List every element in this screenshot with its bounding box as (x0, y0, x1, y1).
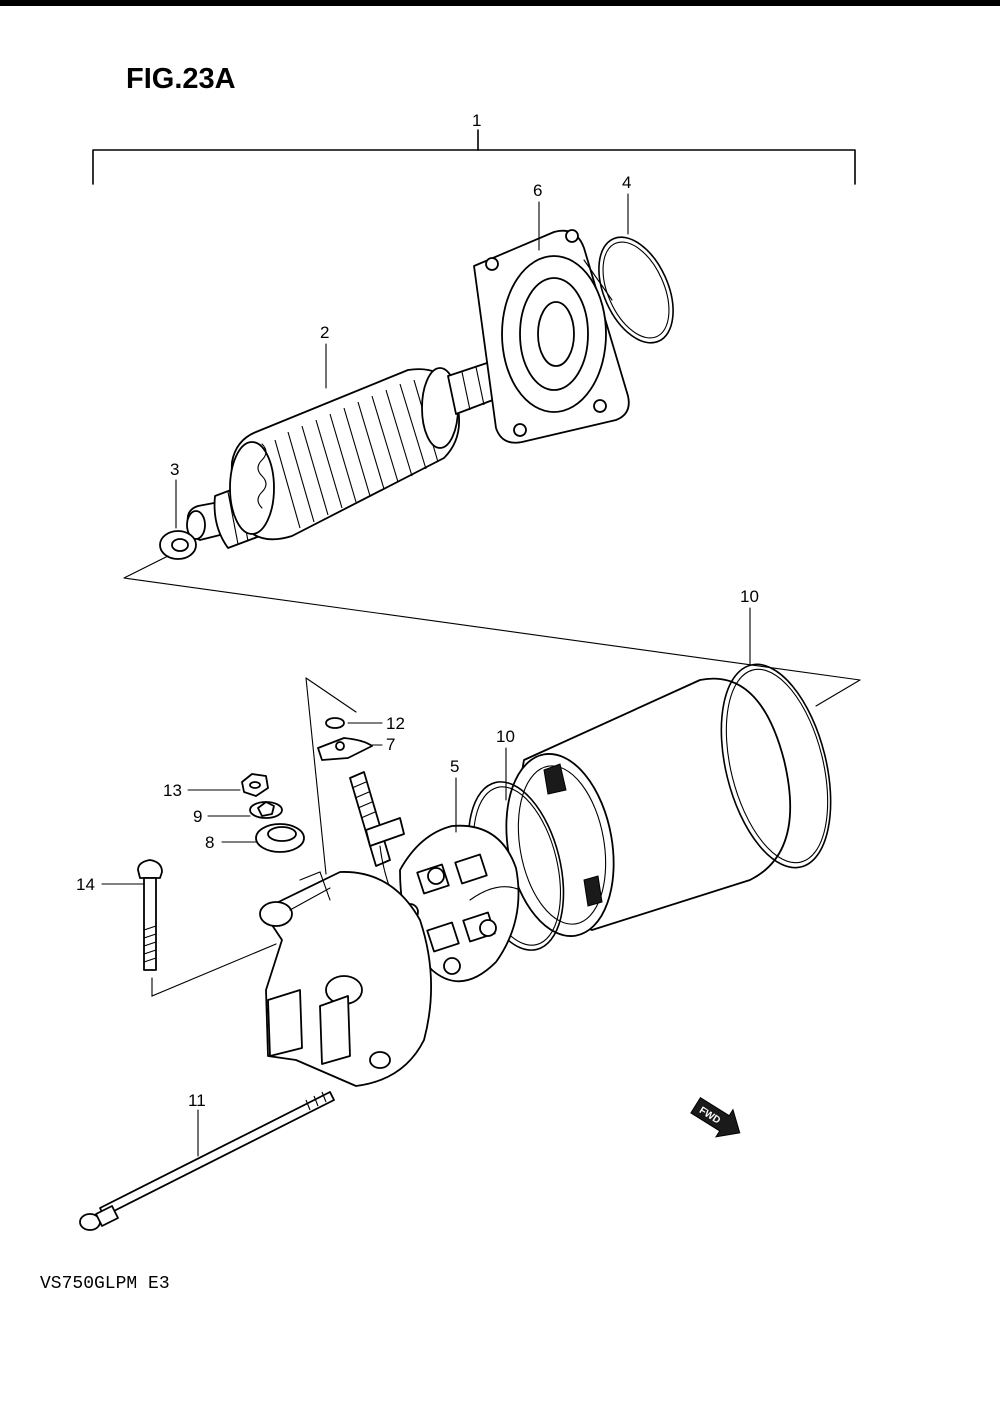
armature (186, 355, 517, 549)
callout-3: 3 (170, 460, 179, 479)
alignment-line-bolt (151, 943, 277, 997)
callout-7: 7 (386, 735, 395, 754)
o-ring-4 (598, 236, 674, 344)
model-code: VS750GLPM E3 (40, 1274, 170, 1294)
callout-2: 2 (320, 323, 329, 342)
motor-yoke (505, 677, 792, 937)
nut-13 (241, 773, 269, 797)
callout-13: 13 (163, 781, 182, 800)
callout-6: 6 (533, 181, 542, 200)
rear-cover (259, 871, 432, 1087)
callout-10-left: 10 (496, 727, 515, 746)
alignment-line-cover-top (305, 677, 357, 713)
thrust-washer (159, 530, 197, 560)
callout-4: 4 (622, 173, 631, 192)
o-ring-10-right (720, 663, 832, 869)
callout-9: 9 (193, 807, 202, 826)
assembly-bracket (92, 129, 856, 185)
callout-8: 8 (205, 833, 214, 852)
callout-10-right: 10 (740, 587, 759, 606)
through-bolt-11 (79, 1091, 335, 1231)
brush-holder (349, 771, 521, 983)
figure-title: FIG.23A (126, 63, 236, 95)
alignment-line-upper (123, 555, 861, 681)
washer-9 (249, 801, 283, 819)
fwd-arrow-icon: FWD (690, 1096, 741, 1138)
insulator-8 (255, 823, 305, 853)
alignment-line-cover (305, 677, 327, 875)
callout-11: 11 (188, 1091, 206, 1110)
top-border (0, 0, 1000, 6)
callout-5: 5 (450, 757, 459, 776)
callout-12: 12 (386, 714, 405, 733)
terminal-plate-7 (317, 737, 373, 761)
callout-1: 1 (472, 111, 481, 130)
o-ring-12 (325, 717, 345, 729)
callout-14: 14 (76, 875, 95, 894)
bolt-14 (137, 859, 163, 971)
alignment-line-upper-end (815, 679, 861, 707)
front-housing (473, 229, 630, 444)
